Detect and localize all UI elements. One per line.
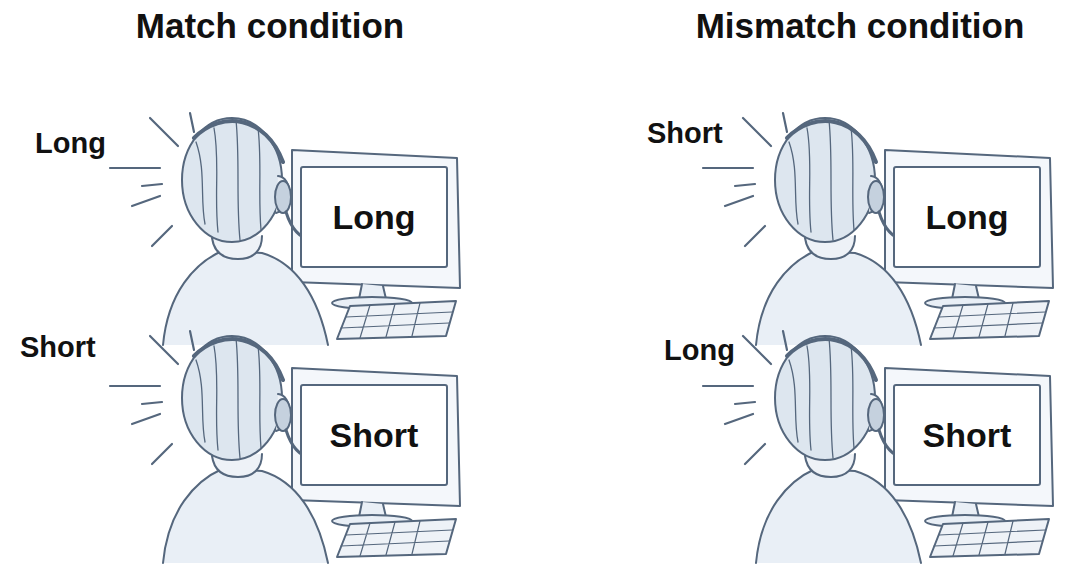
screen-box: Long	[893, 166, 1041, 268]
listener-illustration	[703, 331, 1053, 563]
screen-word: Short	[330, 416, 419, 455]
spoken-word: Short	[20, 331, 96, 364]
spoken-word: Short	[647, 117, 723, 150]
listener-illustration	[110, 331, 460, 563]
screen-box: Short	[893, 384, 1041, 486]
screen-box: Short	[300, 384, 448, 486]
screen-word: Short	[923, 416, 1012, 455]
screen-box: Long	[300, 166, 448, 268]
listener-illustration	[703, 113, 1053, 345]
condition-heading: Mismatch condition	[650, 6, 1070, 46]
spoken-word: Long	[35, 127, 106, 160]
screen-word: Long	[332, 198, 415, 237]
listener-illustration	[110, 113, 460, 345]
screen-word: Long	[925, 198, 1008, 237]
spoken-word: Long	[664, 334, 735, 367]
condition-heading: Match condition	[60, 6, 480, 46]
